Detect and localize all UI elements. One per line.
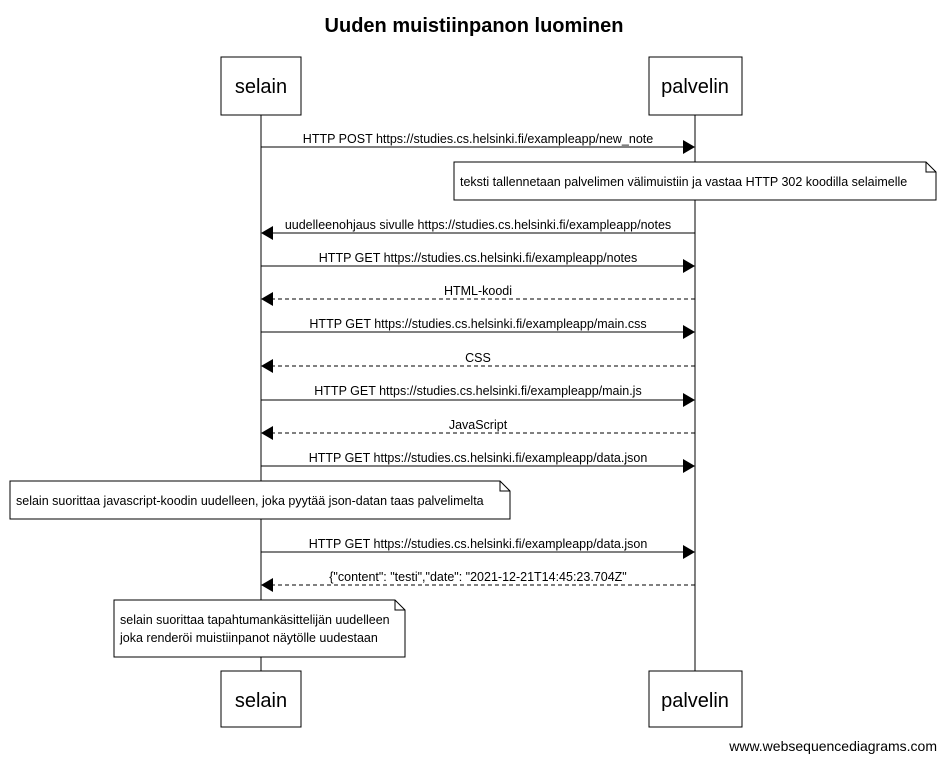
message: HTTP GET https://studies.cs.helsinki.fi/… [261,451,695,473]
message: {"content": "testi","date": "2021-12-21T… [261,570,695,592]
actor-server-bottom-label: palvelin [661,690,729,712]
message: HTTP GET https://studies.cs.helsinki.fi/… [261,251,695,273]
note: selain suorittaa javascript-koodin uudel… [9,480,511,520]
message-label: HTTP GET https://studies.cs.helsinki.fi/… [309,317,646,331]
actor-server-bottom: palvelin [648,670,743,728]
message: JavaScript [261,418,695,440]
message-label: uudelleenohjaus sivulle https://studies.… [285,218,671,232]
actor-browser-bottom: selain [220,670,302,728]
message-label: CSS [465,351,491,365]
message: HTML-koodi [261,284,695,306]
message-label: JavaScript [449,418,508,432]
footer-credit: www.websequencediagrams.com [728,738,937,754]
message-label: HTTP GET https://studies.cs.helsinki.fi/… [314,384,641,398]
actor-server-top-label: palvelin [661,76,729,98]
note: selain suorittaa tapahtumankäsittelijän … [113,599,406,658]
note-text: selain suorittaa javascript-koodin uudel… [16,494,484,508]
message-label: {"content": "testi","date": "2021-12-21T… [329,570,627,584]
actor-browser-top: selain [220,56,302,116]
message: HTTP GET https://studies.cs.helsinki.fi/… [261,537,695,559]
message-label: HTTP GET https://studies.cs.helsinki.fi/… [309,537,648,551]
message: CSS [261,351,695,373]
note-text: teksti tallennetaan palvelimen välimuist… [460,175,907,189]
message: HTTP GET https://studies.cs.helsinki.fi/… [261,317,695,339]
actor-browser-bottom-label: selain [235,690,287,712]
actor-server-top: palvelin [648,56,743,116]
message-label: HTML-koodi [444,284,512,298]
note: teksti tallennetaan palvelimen välimuist… [453,161,937,201]
message: uudelleenohjaus sivulle https://studies.… [261,218,695,240]
message-label: HTTP GET https://studies.cs.helsinki.fi/… [319,251,637,265]
message-label: HTTP POST https://studies.cs.helsinki.fi… [303,132,653,146]
actor-browser-top-label: selain [235,76,287,98]
message: HTTP GET https://studies.cs.helsinki.fi/… [261,384,695,407]
message: HTTP POST https://studies.cs.helsinki.fi… [261,132,695,154]
note-text: joka renderöi muistiinpanot näytölle uud… [119,631,378,645]
note-text: selain suorittaa tapahtumankäsittelijän … [120,613,390,627]
diagram-title: Uuden muistiinpanon luominen [325,15,624,37]
message-label: HTTP GET https://studies.cs.helsinki.fi/… [309,451,648,465]
